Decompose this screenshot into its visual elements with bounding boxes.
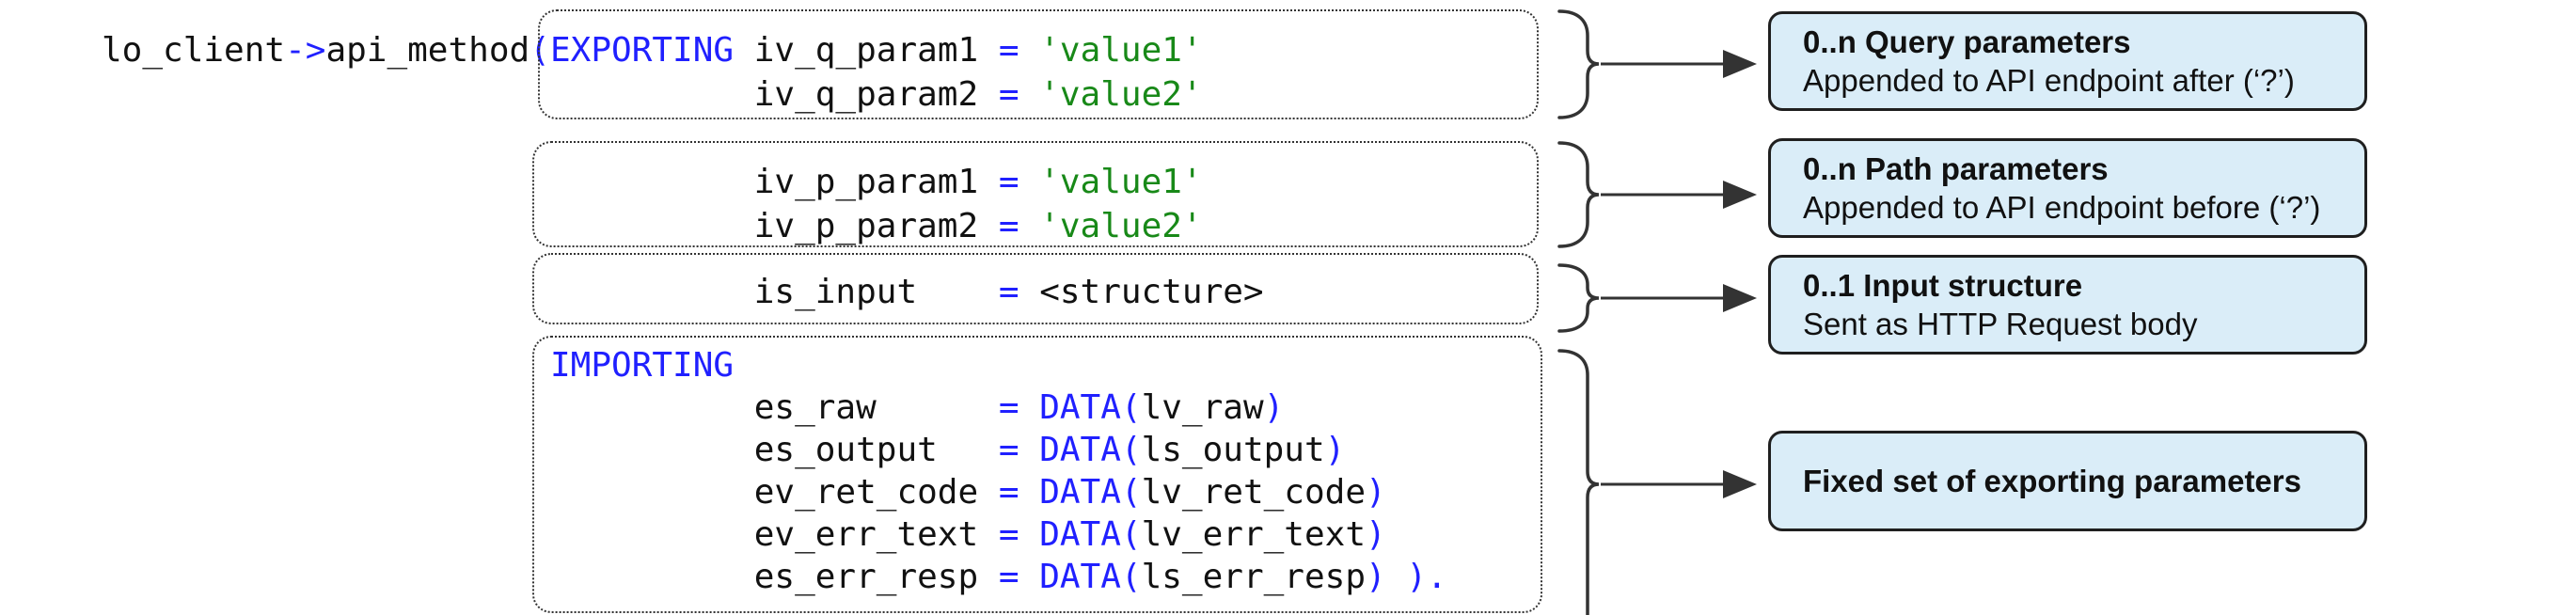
code-input-structure: is_input = <structure> [550, 273, 1264, 311]
callout-query-parameters: 0..n Query parameters Appended to API en… [1768, 11, 2367, 111]
callout-input-title: 0..1 Input structure [1803, 268, 2083, 303]
callout-exporting-title: Fixed set of exporting parameters [1803, 464, 2301, 498]
dotted-box-input-structure [532, 253, 1539, 324]
curly-brace-query [1557, 9, 1600, 119]
code-exporting-parameters: IMPORTING es_raw = DATA(lv_raw) es_outpu… [550, 346, 1447, 596]
callout-path-title: 0..n Path parameters [1803, 151, 2109, 186]
callout-input-structure: 0..1 Input structure Sent as HTTP Reques… [1768, 255, 2367, 355]
code-caller-line: lo_client->api_method( [102, 31, 550, 70]
curly-brace-path [1557, 141, 1600, 248]
curly-brace-input [1557, 263, 1600, 333]
callout-query-body: Appended to API endpoint after (‘?’) [1803, 63, 2295, 98]
code-query-parameters: EXPORTING iv_q_param1 = 'value1' iv_q_pa… [550, 31, 1203, 114]
dotted-box-query-parameters [538, 9, 1539, 119]
callout-input-body: Sent as HTTP Request body [1803, 307, 2198, 341]
callout-exporting-parameters: Fixed set of exporting parameters [1768, 431, 2367, 531]
callout-path-body: Appended to API endpoint before (‘?’) [1803, 190, 2321, 225]
callout-path-parameters: 0..n Path parameters Appended to API end… [1768, 138, 2367, 238]
code-path-parameters: iv_p_param1 = 'value1' iv_p_param2 = 'va… [550, 163, 1203, 245]
dotted-box-path-parameters [532, 141, 1539, 247]
curly-brace-exporting [1557, 349, 1600, 615]
dotted-box-exporting-parameters [532, 336, 1542, 613]
callout-query-title: 0..n Query parameters [1803, 24, 2131, 59]
